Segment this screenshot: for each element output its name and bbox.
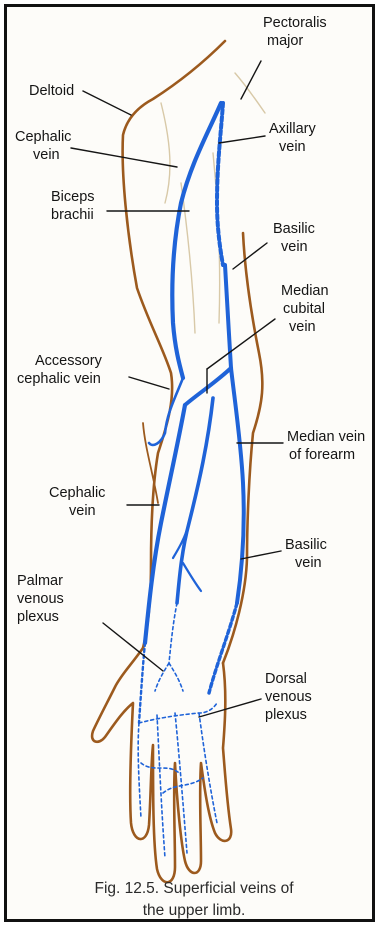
cephalic-vein-arm — [172, 103, 221, 378]
label-biceps-brachii-2: brachii — [51, 207, 94, 223]
median-cubital-vein — [185, 368, 231, 405]
label-cephalic-vein-lower-2: vein — [69, 503, 96, 519]
label-dorsal-venous-plexus-1: Dorsal — [265, 671, 307, 687]
label-pectoralis-major-2: major — [267, 33, 303, 49]
label-deltoid: Deltoid — [29, 83, 74, 99]
leader-palmar — [103, 623, 163, 671]
pectoralis-major-outline — [235, 73, 265, 113]
label-cephalic-vein-upper-1: Cephalic — [15, 129, 71, 145]
leader-axillary — [219, 136, 265, 143]
leader-accessory-cephalic — [129, 377, 169, 389]
label-median-cubital-vein-3: vein — [289, 319, 316, 335]
leader-lines — [71, 61, 283, 717]
label-axillary-vein-2: vein — [279, 139, 306, 155]
label-median-cubital-vein-1: Median — [281, 283, 329, 299]
label-palmar-venous-plexus-3: plexus — [17, 609, 59, 625]
leader-median-cubital — [207, 319, 275, 369]
digital-vein-1 — [138, 723, 141, 818]
caption-line-2: the upper limb. — [143, 902, 246, 919]
label-palmar-venous-plexus-1: Palmar — [17, 573, 63, 589]
label-accessory-cephalic-vein-1: Accessory — [35, 353, 103, 369]
label-basilic-vein-upper-2: vein — [281, 239, 308, 255]
figure-caption: Fig. 12.5. Superficial veins of the uppe… — [94, 880, 294, 919]
leader-dorsal — [199, 699, 261, 717]
label-axillary-vein-1: Axillary — [269, 121, 316, 137]
deltoid-outline — [161, 103, 170, 203]
basilic-vein-hand-dashed — [209, 603, 237, 693]
leader-basilic-upper — [233, 243, 267, 269]
label-basilic-vein-lower-1: Basilic — [285, 537, 327, 553]
labels: Pectoralis major Deltoid Cephalic vein A… — [15, 15, 365, 723]
axillary-vein — [217, 103, 223, 265]
label-palmar-venous-plexus-2: venous — [17, 591, 64, 607]
label-cephalic-vein-lower-1: Cephalic — [49, 485, 105, 501]
dorsal-arch — [139, 703, 217, 723]
label-median-vein-forearm-2: of forearm — [289, 447, 355, 463]
label-dorsal-venous-plexus-3: plexus — [265, 707, 307, 723]
label-pectoralis-major-1: Pectoralis — [263, 15, 327, 31]
digital-vein-2 — [157, 715, 165, 858]
leader-deltoid — [83, 91, 131, 115]
medial-arm-outline — [223, 233, 262, 663]
veins — [139, 103, 244, 723]
label-median-vein-forearm-1: Median vein — [287, 429, 365, 445]
label-biceps-brachii-1: Biceps — [51, 189, 95, 205]
label-accessory-cephalic-vein-2: cephalic vein — [17, 371, 101, 387]
palmar-plexus-strands — [155, 603, 183, 691]
upper-limb-veins-diagram: Pectoralis major Deltoid Cephalic vein A… — [7, 7, 375, 922]
label-cephalic-vein-upper-2: vein — [33, 147, 60, 163]
caption-line-1: Fig. 12.5. Superficial veins of — [94, 880, 294, 897]
label-median-cubital-vein-2: cubital — [283, 301, 325, 317]
label-dorsal-venous-plexus-2: venous — [265, 689, 312, 705]
basilic-vein-forearm — [231, 368, 244, 603]
label-basilic-vein-upper-1: Basilic — [273, 221, 315, 237]
label-basilic-vein-lower-2: vein — [295, 555, 322, 571]
figure-frame: Pectoralis major Deltoid Cephalic vein A… — [4, 4, 375, 922]
